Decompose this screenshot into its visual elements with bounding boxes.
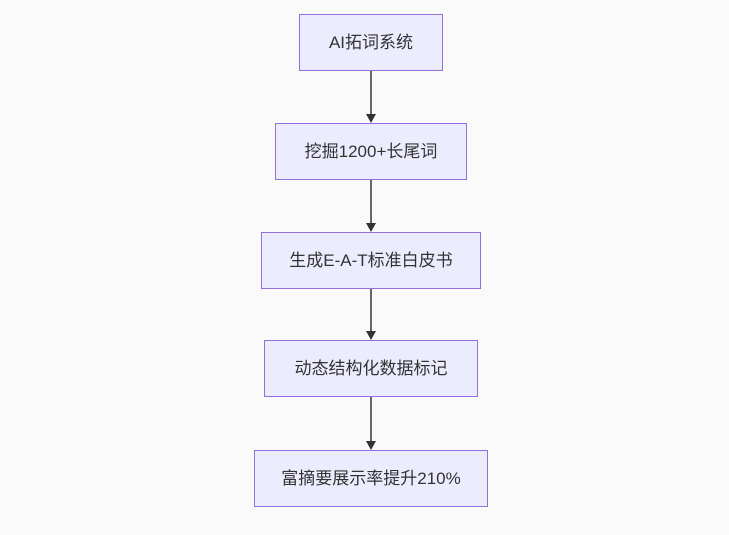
arrowhead-down-icon (366, 441, 376, 450)
arrow-line (370, 71, 372, 114)
node-label: 富摘要展示率提升210% (281, 469, 461, 488)
node-label: AI拓词系统 (328, 33, 414, 52)
flow-arrow-4 (366, 397, 376, 450)
flowchart-node-eat-whitepaper: 生成E-A-T标准白皮书 (261, 232, 481, 289)
node-label: 生成E-A-T标准白皮书 (289, 251, 453, 270)
node-label: 挖掘1200+长尾词 (304, 142, 438, 161)
flowchart-node-structured-data-markup: 动态结构化数据标记 (264, 340, 478, 397)
arrow-line (370, 397, 372, 441)
arrowhead-down-icon (366, 331, 376, 340)
node-label: 动态结构化数据标记 (294, 359, 448, 378)
arrow-line (370, 180, 372, 223)
flowchart-node-ai-keyword-system: AI拓词系统 (299, 14, 443, 71)
arrow-line (370, 289, 372, 331)
flow-arrow-2 (366, 180, 376, 232)
arrowhead-down-icon (366, 114, 376, 123)
flow-arrow-1 (366, 71, 376, 123)
flowchart-node-rich-snippet-rate: 富摘要展示率提升210% (254, 450, 488, 507)
arrowhead-down-icon (366, 223, 376, 232)
flow-arrow-3 (366, 289, 376, 340)
flowchart-node-longtail-keywords: 挖掘1200+长尾词 (275, 123, 467, 180)
